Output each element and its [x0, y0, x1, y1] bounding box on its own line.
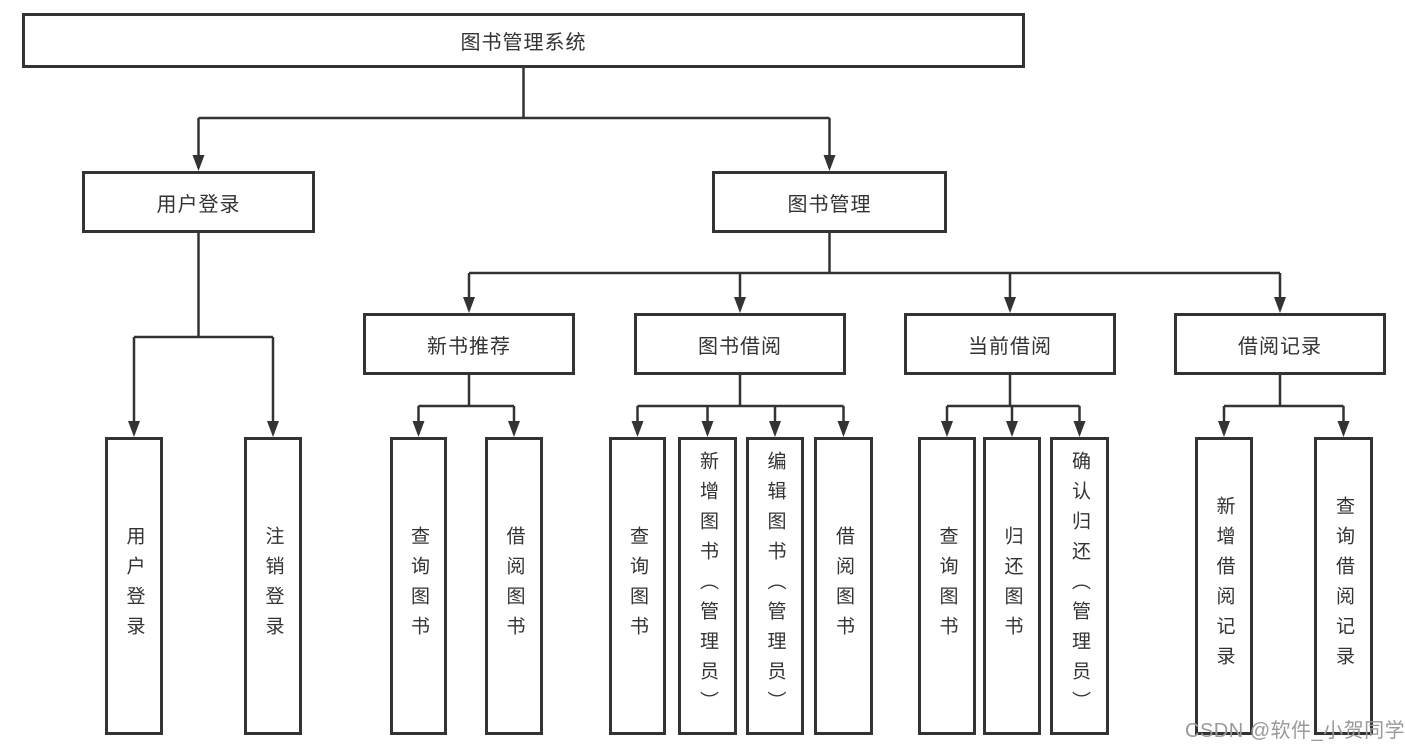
node-bb-borrow-books-label: 借阅图书: [833, 526, 854, 646]
node-cb-confirm-return: 确认归还（管理员）: [1050, 437, 1109, 735]
node-book-borrow: 图书借阅: [634, 313, 846, 375]
node-cb-confirm-return-label: 确认归还（管理员）: [1069, 451, 1090, 721]
node-nb-borrow-books-label: 借阅图书: [503, 526, 525, 646]
node-nb-borrow-books: 借阅图书: [485, 437, 543, 735]
node-bb-edit-books-label: 编辑图书（管理员）: [764, 451, 786, 721]
node-leaf-logout-label: 注销登录: [262, 526, 284, 646]
watermark: CSDN @软件_小贺同学: [1185, 720, 1405, 742]
node-cb-query-books: 查询图书: [918, 437, 976, 735]
node-cb-return-books-label: 归还图书: [1001, 526, 1023, 646]
node-cb-return-books: 归还图书: [983, 437, 1041, 735]
node-book-mgmt: 图书管理: [712, 171, 947, 233]
node-cb-query-books-label: 查询图书: [936, 526, 958, 646]
node-user-login: 用户登录: [82, 171, 315, 233]
node-root-label: 图书管理系统: [460, 32, 587, 54]
node-leaf-user-login: 用户登录: [105, 437, 163, 735]
node-book-mgmt-label: 图书管理: [787, 193, 872, 216]
node-bb-query-books: 查询图书: [609, 437, 666, 735]
node-user-login-label: 用户登录: [156, 193, 241, 216]
node-nb-query-books-label: 查询图书: [408, 526, 429, 646]
node-bb-edit-books: 编辑图书（管理员）: [746, 437, 804, 735]
node-nb-query-books: 查询图书: [390, 437, 447, 735]
node-leaf-user-login-label: 用户登录: [123, 526, 145, 646]
node-bb-borrow-books: 借阅图书: [814, 437, 873, 735]
node-root: 图书管理系统: [22, 13, 1025, 68]
node-br-add-record-label: 新增借阅记录: [1213, 496, 1235, 676]
node-borrow-records-label: 借阅记录: [1238, 335, 1322, 358]
node-br-add-record: 新增借阅记录: [1195, 437, 1253, 735]
node-leaf-logout: 注销登录: [244, 437, 302, 735]
node-br-query-record-label: 查询借阅记录: [1333, 496, 1354, 676]
node-current-borrow-label: 当前借阅: [968, 335, 1052, 358]
node-bb-add-books-label: 新增图书（管理员）: [697, 451, 718, 721]
node-bb-add-books: 新增图书（管理员）: [678, 437, 737, 735]
node-new-book-rec: 新书推荐: [363, 313, 575, 375]
node-bb-query-books-label: 查询图书: [627, 526, 648, 646]
node-current-borrow: 当前借阅: [904, 313, 1116, 375]
node-book-borrow-label: 图书借阅: [698, 335, 782, 358]
node-br-query-record: 查询借阅记录: [1314, 437, 1373, 735]
node-new-book-rec-label: 新书推荐: [427, 335, 511, 358]
node-borrow-records: 借阅记录: [1174, 313, 1386, 375]
